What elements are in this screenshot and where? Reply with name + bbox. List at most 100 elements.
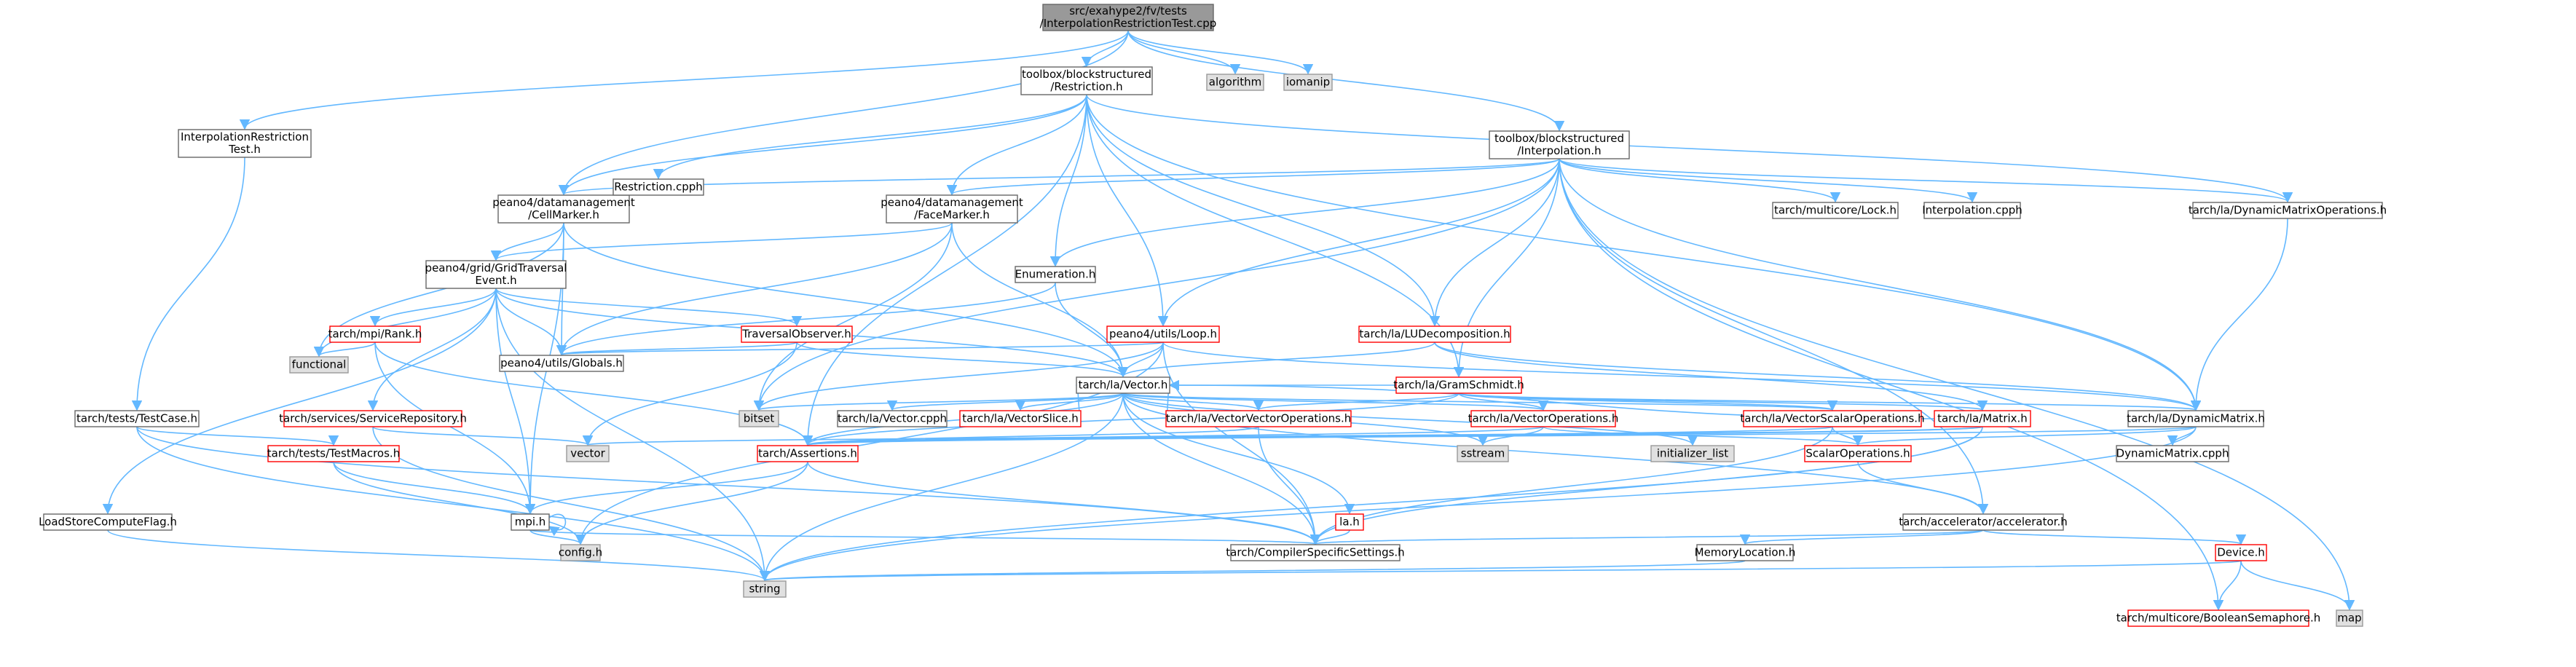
node-box [560, 544, 601, 561]
edge-vector-to-compiler [1122, 392, 1321, 545]
node-vsops[interactable]: tarch/la/VectorScalarOperations.h [1740, 410, 1925, 427]
node-enumeration[interactable]: Enumeration.h [1015, 266, 1096, 283]
node-restrict[interactable]: toolbox/blockstructured/Restriction.h [1020, 66, 1153, 95]
node-box [1020, 66, 1153, 95]
node-label: /InterpolationRestrictionTest.cpp [1040, 17, 1217, 30]
edge-gridtrav-to-traversal [495, 288, 802, 327]
edge-enumeration-to-vector [1055, 282, 1129, 378]
edge-interp-to-map [1559, 158, 2355, 611]
node-box [1902, 513, 2064, 531]
node-iomanip[interactable]: iomanip [1283, 74, 1333, 91]
node-scalarops[interactable]: ScalarOperations.h [1804, 445, 1912, 462]
node-dynmat[interactable]: tarch/la/DynamicMatrix.h [2127, 410, 2265, 427]
node-box [757, 445, 859, 462]
node-mpirank[interactable]: tarch/mpi/Rank.h [328, 325, 422, 343]
node-globals[interactable]: peano4/utils/Globals.h [499, 355, 624, 372]
node-traversal[interactable]: TraversalObserver.h [741, 325, 853, 343]
node-label: peano4/utils/Loop.h [1109, 328, 1217, 341]
node-lock[interactable]: tarch/multicore/Lock.h [1772, 202, 1899, 219]
edge-root-to-interp [1127, 30, 1565, 132]
node-functional[interactable]: functional [289, 356, 349, 374]
node-vvops[interactable]: tarch/la/VectorVectorOperations.h [1165, 410, 1352, 427]
node-compiler[interactable]: tarch/CompilerSpecificSettings.h [1226, 544, 1405, 561]
node-facemarker[interactable]: peano4/datamanagement/FaceMarker.h [881, 194, 1023, 224]
node-vector[interactable]: tarch/la/Vector.h [1076, 376, 1170, 394]
node-label: /CellMarker.h [528, 208, 599, 221]
node-vectorstd[interactable]: vector [566, 445, 610, 462]
edge-restrict-to-assertions [802, 94, 1087, 446]
node-label: ScalarOperations.h [1805, 447, 1910, 460]
node-box [1283, 74, 1333, 91]
node-label: tarch/accelerator/accelerator.h [1899, 516, 2067, 529]
node-testmacros[interactable]: tarch/tests/TestMacros.h [267, 445, 400, 462]
edge-gridtrav-to-mpi [495, 288, 536, 515]
node-loop[interactable]: peano4/utils/Loop.h [1106, 325, 1220, 343]
node-box [1076, 376, 1170, 394]
node-dynmatops[interactable]: tarch/la/DynamicMatrixOperations.h [2189, 202, 2387, 219]
node-accel[interactable]: tarch/accelerator/accelerator.h [1899, 513, 2068, 531]
node-label: /FaceMarker.h [914, 208, 990, 221]
node-lud[interactable]: tarch/la/LUDecomposition.h [1358, 325, 1511, 343]
edge-accel-to-device [1982, 529, 2246, 545]
node-box [1165, 410, 1352, 427]
node-label: tarch/la/VectorSlice.h [962, 412, 1079, 425]
node-servrepo[interactable]: tarch/services/ServiceRepository.h [279, 410, 467, 427]
node-label: Interpolation.cpph [1922, 204, 2022, 217]
edge-vops-to-assertions [803, 426, 1544, 446]
node-algorithm[interactable]: algorithm [1206, 74, 1264, 91]
node-box [2215, 544, 2267, 561]
node-veccpph[interactable]: tarch/la/Vector.cpph [837, 410, 948, 427]
edge-root-to-restrict [1081, 30, 1129, 68]
edge-gram-to-dynmat [1458, 392, 2200, 411]
node-box [1470, 410, 1616, 427]
node-device[interactable]: Device.h [2215, 544, 2267, 561]
edge-gridtrav-to-functional [313, 288, 497, 358]
node-dynmatcpp[interactable]: DynamicMatrix.cpph [2116, 445, 2229, 462]
node-mpi[interactable]: mpi.h [511, 513, 550, 531]
edge-vvops-to-assertions [803, 426, 1259, 446]
node-testcase[interactable]: tarch/tests/TestCase.h [74, 410, 200, 427]
node-memloc[interactable]: MemoryLocation.h [1695, 544, 1796, 561]
node-restcpp[interactable]: Restriction.cpph [613, 178, 704, 196]
node-loadstore[interactable]: LoadStoreComputeFlag.h [39, 513, 177, 531]
edge-lud-to-vector [1118, 342, 1435, 378]
node-interpcpp[interactable]: Interpolation.cpph [1922, 202, 2022, 219]
edge-interp-to-boolsem [1559, 158, 2224, 611]
edge-enumeration-to-globals [556, 282, 1056, 356]
node-map[interactable]: map [2336, 609, 2363, 627]
node-root[interactable]: src/exahype2/fv/tests/InterpolationRestr… [1040, 4, 1217, 31]
node-label: tarch/la/Matrix.h [1937, 412, 2028, 425]
node-la[interactable]: la.h [1335, 513, 1364, 531]
node-box [2336, 609, 2363, 627]
edge-vector-to-veccpph [887, 392, 1124, 411]
node-vops[interactable]: tarch/la/VectorOperations.h [1468, 410, 1619, 427]
node-label: tarch/mpi/Rank.h [328, 328, 422, 341]
node-cellmarker[interactable]: peano4/datamanagement/CellMarker.h [492, 194, 635, 224]
node-box [1923, 202, 2021, 219]
edge-assertions-to-compiler [807, 461, 1321, 545]
node-bitset[interactable]: bitset [738, 410, 779, 427]
edge-mpirank-to-assertions [374, 342, 814, 446]
node-assertions[interactable]: tarch/Assertions.h [757, 445, 859, 462]
node-box [43, 513, 173, 531]
edge-gridtrav-to-string [495, 288, 771, 582]
node-string[interactable]: string [743, 580, 787, 598]
node-sstream[interactable]: sstream [1457, 445, 1509, 462]
node-matrix[interactable]: tarch/la/Matrix.h [1934, 410, 2031, 427]
edge-vector-to-string [759, 392, 1124, 582]
node-box [1804, 445, 1912, 462]
node-gram[interactable]: tarch/la/GramSchmidt.h [1393, 376, 1524, 394]
node-config[interactable]: config.h [559, 544, 602, 561]
node-box [1335, 513, 1364, 531]
edge-mpirank-to-mpi [374, 342, 536, 515]
node-vecslice[interactable]: tarch/la/VectorSlice.h [959, 410, 1082, 427]
edge-root-to-iomanip [1127, 30, 1314, 75]
node-interp[interactable]: toolbox/blockstructured/Interpolation.h [1489, 130, 1630, 159]
edge-interp-to-lock [1559, 158, 1841, 203]
node-box [2192, 202, 2383, 219]
node-boolsem[interactable]: tarch/multicore/BooleanSemaphore.h [2116, 609, 2320, 627]
node-irt[interactable]: InterpolationRestrictionTest.h [178, 129, 312, 158]
node-initlist[interactable]: initializer_list [1650, 445, 1735, 462]
